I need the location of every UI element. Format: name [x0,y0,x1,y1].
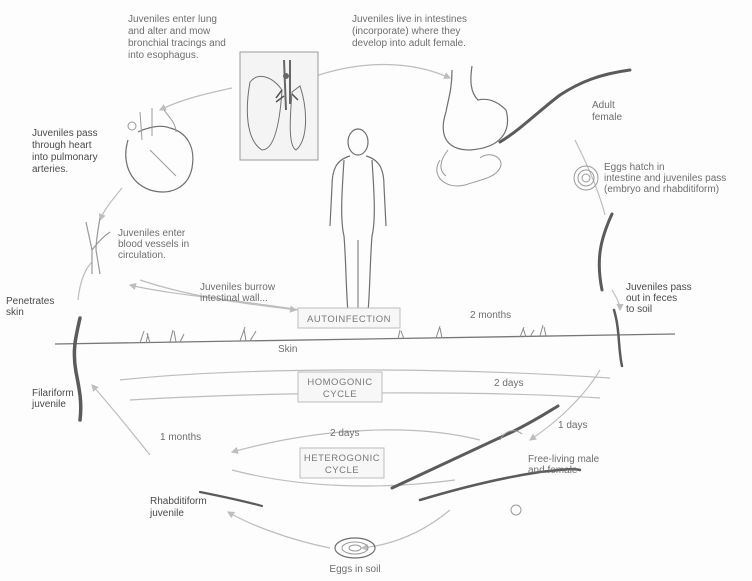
human-figure [330,129,386,312]
svg-text:Filariform: Filariform [32,388,74,399]
lungs-illustration [240,52,318,160]
heart-illustration [126,108,193,192]
svg-text:blood vessels in: blood vessels in [118,239,189,250]
svg-text:circulation.: circulation. [118,250,166,261]
svg-text:Adult: Adult [592,100,615,111]
svg-text:bronchial tracings and: bronchial tracings and [128,38,226,49]
heart-note: Juveniles pass through heart into pulmon… [32,128,98,175]
juveniles-out-note: Juveniles pass out in feces to soil [626,282,692,315]
svg-text:Rhabditiform: Rhabditiform [150,496,207,507]
days-mid-label: 2 days [330,428,359,439]
svg-text:juvenile: juvenile [149,508,184,519]
svg-text:to soil: to soil [626,304,652,315]
svg-text:Penetrates: Penetrates [6,296,54,307]
svg-text:out in feces: out in feces [626,293,677,304]
rhabditiform-label: Rhabditiform juvenile [149,496,207,519]
homogonic-label-2: CYCLE [323,389,357,400]
lungs-note: Juveniles enter lung and alter and mow b… [128,14,226,61]
adult-female-label: Adult female [592,100,622,123]
svg-text:(incorporate) where they: (incorporate) where they [352,26,460,37]
svg-text:(embryo and rhabditiform): (embryo and rhabditiform) [604,184,719,195]
svg-text:Juveniles enter: Juveniles enter [118,228,186,239]
egg-in-soil-label: Eggs in soil [329,564,380,575]
eggs-note: Eggs hatch in intestine and juveniles pa… [604,162,726,195]
egg-illustration [335,538,375,558]
svg-text:develop into adult female.: develop into adult female. [352,38,466,49]
eggs-spiral [574,166,598,190]
svg-text:Juveniles pass: Juveniles pass [626,282,692,293]
days-right-label: 2 days [494,378,523,389]
left-filariform-worm [74,318,80,420]
heterogonic-box: HETEROGONIC CYCLE [300,448,384,478]
heterogonic-label-1: HETEROGONIC [304,453,380,464]
svg-text:Juveniles pass: Juveniles pass [32,128,98,139]
svg-text:female: female [592,112,622,123]
skin-label: Skin [278,344,297,355]
svg-text:and female: and female [528,465,578,476]
stomach-illustration [437,66,508,186]
free-living-label: Free-living male and female [528,454,600,476]
months-2-label: 2 months [470,310,511,321]
svg-text:and alter and mow: and alter and mow [128,26,211,37]
heterogonic-label-2: CYCLE [325,465,359,476]
months-left-label: 1 months [160,432,201,443]
svg-text:skin: skin [6,307,24,318]
svg-text:arteries.: arteries. [32,164,68,175]
svg-text:Juveniles enter lung: Juveniles enter lung [128,14,217,25]
right-juvenile-worm [599,214,612,290]
vein-note: Juveniles enter blood vessels in circula… [118,228,189,261]
svg-text:Juveniles burrow: Juveniles burrow [200,282,276,293]
autoinfection-box: AUTOINFECTION [298,308,400,328]
intestine-note: Juveniles live in intestines (incorporat… [352,14,467,49]
penetrate-skin-label: Penetrates skin [6,296,54,318]
days-bottom-right-label: 1 days [558,420,587,431]
rhabditiform-worm [200,492,262,506]
homogonic-label-1: HOMOGONIC [307,377,372,388]
autoinfection-note: Juveniles burrow intestinal wall... [200,282,276,304]
svg-text:into esophagus.: into esophagus. [128,50,199,61]
homogonic-box: HOMOGONIC CYCLE [298,372,382,402]
filariform-left-label: Filariform juvenile [31,388,74,410]
svg-text:Juveniles live in intestines: Juveniles live in intestines [352,14,467,25]
autoinfection-label: AUTOINFECTION [307,314,391,325]
svg-text:intestine and juveniles pass: intestine and juveniles pass [604,173,726,184]
svg-text:through heart: through heart [32,140,92,151]
svg-text:intestinal wall...: intestinal wall... [200,293,268,304]
svg-text:into pulmonary: into pulmonary [32,152,98,163]
svg-text:Free-living male: Free-living male [528,454,600,465]
svg-text:Eggs hatch in: Eggs hatch in [604,162,665,173]
right-juvenile-worm-2 [614,310,622,366]
svg-text:juvenile: juvenile [31,399,66,410]
